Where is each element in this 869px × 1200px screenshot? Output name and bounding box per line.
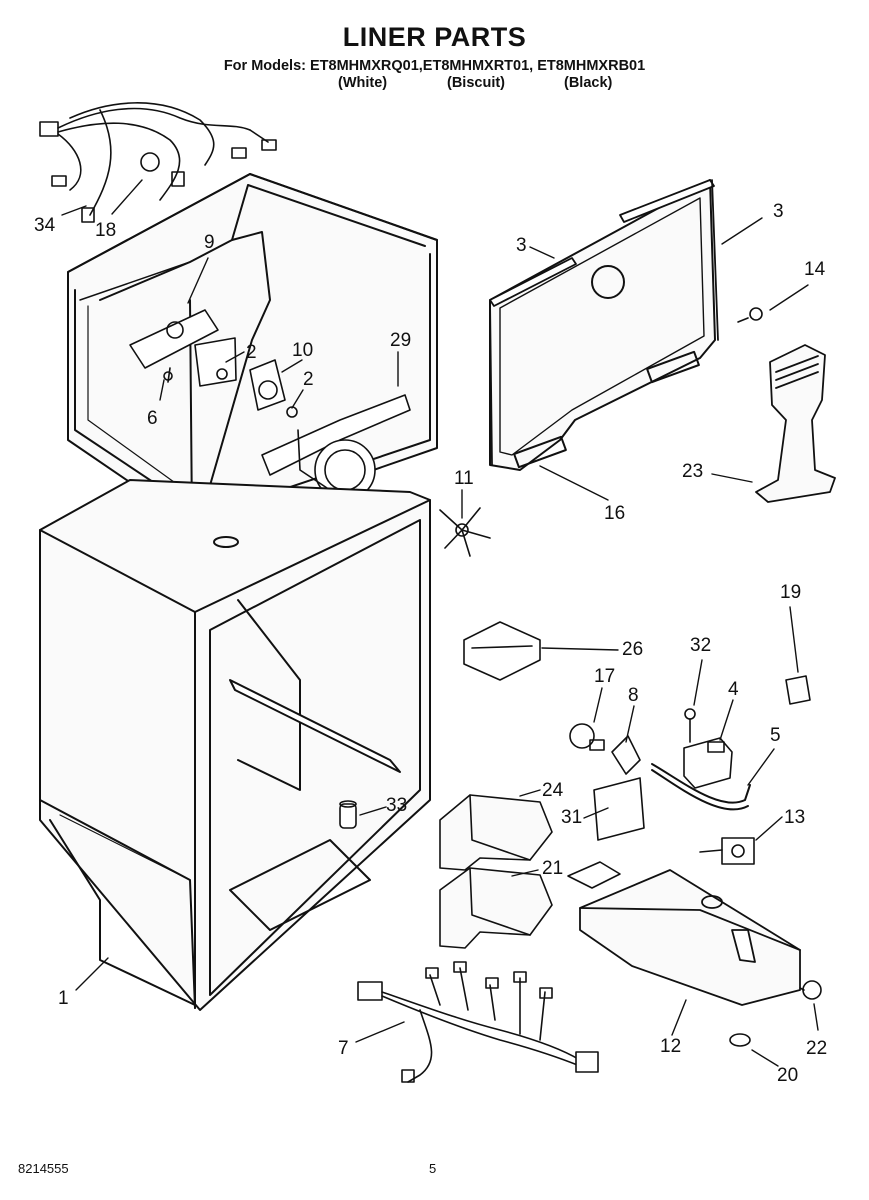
part-16-panel: [489, 179, 716, 471]
callout-8: 8: [628, 685, 639, 706]
part-24-duct: [439, 794, 553, 871]
callout-12: 12: [660, 1036, 681, 1057]
callout-31: 31: [561, 807, 582, 828]
callout-26: 26: [622, 639, 643, 660]
callout-9: 9: [204, 232, 215, 253]
variant-biscuit: (Biscuit): [447, 75, 505, 91]
callout-32: 32: [690, 635, 711, 656]
part-13-thermostat: [699, 837, 755, 865]
page-title: LINER PARTS: [342, 22, 527, 52]
callout-22: 22: [806, 1038, 827, 1059]
wire-harness-top: [39, 102, 277, 223]
callout-3a: 3: [516, 235, 527, 256]
part-31-plate: [593, 777, 645, 841]
part-26-module: [463, 621, 541, 681]
part-19-clip: [785, 675, 811, 705]
variant-white: (White): [338, 75, 388, 91]
part-10-fan-motor: [194, 337, 298, 418]
part-11-fan-blade: [439, 507, 491, 557]
callout-13: 13: [784, 807, 805, 828]
variant-black: (Black): [564, 75, 613, 91]
callout-5: 5: [770, 725, 781, 746]
callout-7: 7: [338, 1038, 349, 1059]
callout-17: 17: [594, 666, 615, 687]
part-4-switch: [683, 737, 733, 789]
part-21-duct: [439, 861, 621, 949]
fresh-food-liner: [39, 479, 431, 1011]
callout-19: 19: [780, 582, 801, 603]
document-number: 8214555: [18, 1161, 69, 1176]
callout-24: 24: [542, 780, 564, 801]
part-33-plug: [339, 800, 357, 829]
part-32-screw: [684, 708, 696, 743]
callout-16: 16: [604, 503, 625, 524]
callout-34: 34: [34, 215, 56, 236]
callout-23: 23: [682, 461, 703, 482]
part-9-bracket: [129, 309, 219, 383]
callout-2a: 2: [246, 342, 257, 363]
part-29-shroud: [261, 394, 411, 501]
page-number: 5: [429, 1161, 437, 1176]
callout-20: 20: [777, 1065, 798, 1086]
callout-18: 18: [95, 220, 116, 241]
callout-11: 11: [454, 468, 474, 489]
part-7-harness: [357, 961, 599, 1083]
callout-29: 29: [390, 330, 411, 351]
callout-2b: 2: [303, 369, 314, 390]
part-8-socket: [611, 735, 641, 775]
part-5-tube: [651, 763, 751, 811]
callout-14: 14: [804, 259, 826, 280]
callout-4: 4: [728, 679, 739, 700]
callout-1: 1: [58, 988, 69, 1009]
callouts: 34 18 9 2 10 2 29 6 3 3 14 23 16 11 19 2…: [34, 201, 827, 1086]
part-22-knob: [799, 980, 822, 1000]
part-14-screw: [737, 307, 763, 323]
models-line: For Models: ET8MHMXRQ01,ET8MHMXRT01, ET8…: [223, 58, 646, 74]
part-12-cover: [579, 869, 801, 1006]
callout-21: 21: [542, 858, 563, 879]
part-23-housing: [755, 344, 836, 503]
part-17-bulb: [569, 723, 605, 751]
callout-33: 33: [386, 795, 407, 816]
callout-10: 10: [292, 340, 313, 361]
callout-3b: 3: [773, 201, 784, 222]
leader-lines: [61, 179, 819, 1067]
part-20-foot: [729, 1033, 751, 1047]
callout-6: 6: [147, 408, 158, 429]
part-3-strips: [489, 179, 719, 466]
